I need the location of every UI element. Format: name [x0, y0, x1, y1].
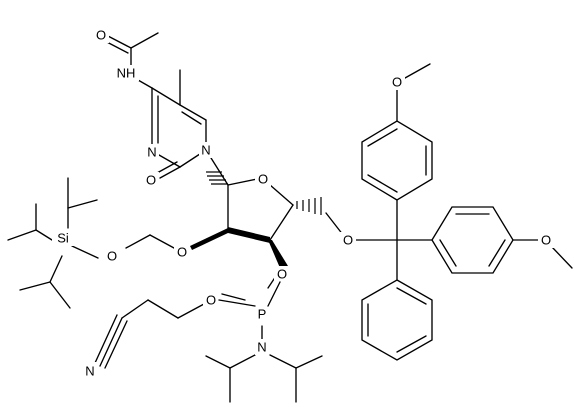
atom-o-5prime: O [343, 233, 353, 248]
atom-nh-amide: NH [117, 66, 136, 81]
bond-si-ipr2 [35, 229, 53, 241]
bond-o2prime-ch2 [149, 234, 175, 249]
atom-si: Si [57, 231, 69, 246]
bond-o-si [71, 245, 99, 259]
bond-ipr5-me-a [295, 355, 323, 369]
bond-c4prime-c3prime [269, 204, 294, 241]
aryl1-inner-c [367, 174, 398, 193]
bond-n-ipr4 [229, 354, 256, 369]
bond-c5-c6 [179, 104, 207, 121]
bond-si-ipr3 [49, 255, 63, 283]
aryl1-ring [361, 120, 433, 201]
atom-o-acetyl: O [96, 28, 106, 43]
atom-o-3prime: O [277, 267, 287, 282]
stereo-bonds [190, 171, 322, 268]
bonds [7, 32, 573, 403]
bond-carbonyl-a [105, 34, 132, 49]
bond-ch2-o-si [125, 234, 151, 249]
bond-cn-triple-c [94, 314, 118, 364]
phenyl-ring [361, 279, 433, 361]
atom-o-methoxy-top: O [392, 75, 402, 90]
bond-n-ipr5 [269, 354, 297, 369]
atom-n-nitrile: N [85, 364, 94, 379]
bond-cn-triple-b [104, 320, 128, 369]
bond-c4-c5 [151, 87, 181, 106]
hash-c1-n1 [206, 171, 228, 185]
atom-o-ring: O [258, 172, 268, 187]
aryl2-inner-c [439, 239, 457, 267]
bond-ipr3-me-a [19, 281, 51, 291]
atom-n-amine: N [257, 340, 266, 355]
atom-o-methoxy-right: O [541, 233, 551, 248]
bond-acetyl-methyl [130, 32, 159, 49]
atom-o-silyloxy: O [107, 249, 117, 264]
aryl1-inner-a [367, 128, 398, 147]
bond-ome1-methyl [404, 63, 431, 79]
bond-p-o3-link [267, 281, 281, 307]
atom-o-c2: O [146, 173, 156, 188]
hash-c4-c5 [296, 197, 322, 215]
atom-o-2prime: O [177, 245, 187, 260]
bond-o-ch2 [177, 303, 205, 319]
atom-labels: O NH N N O O O O O O O Si O O P N N [52, 27, 554, 379]
wedge-c3-o3 [268, 240, 288, 268]
bond-ch2-ch2 [147, 299, 179, 319]
atom-n3: N [147, 145, 156, 160]
bond-ch2-cn [121, 299, 149, 319]
phenyl-inner-b [396, 335, 427, 353]
wedge-c2-c3 [228, 227, 270, 243]
aryl2-ring [431, 206, 514, 274]
bond-p-o-link [218, 299, 256, 307]
bond-cn-triple-a [99, 317, 123, 367]
wedge-c2-o2 [190, 228, 228, 250]
bond-ipr4-me-a [205, 355, 231, 369]
bond-c2-o [159, 166, 181, 179]
atom-p: P [258, 307, 267, 322]
bond-ipr3-me-b [49, 281, 71, 309]
bond-c5-c6-inner [181, 111, 202, 125]
atom-n1: N [201, 143, 210, 158]
bond-ipr1-me-a [67, 199, 98, 209]
aryl2-inner-b [488, 239, 506, 267]
phenyl-inner-a [396, 287, 427, 305]
bond-ipr2-me-a [7, 229, 37, 241]
bond-p-o-cyanoethyl [221, 293, 246, 301]
bond-ome2-methyl [551, 246, 573, 269]
atom-o-phosphite: O [206, 293, 216, 308]
